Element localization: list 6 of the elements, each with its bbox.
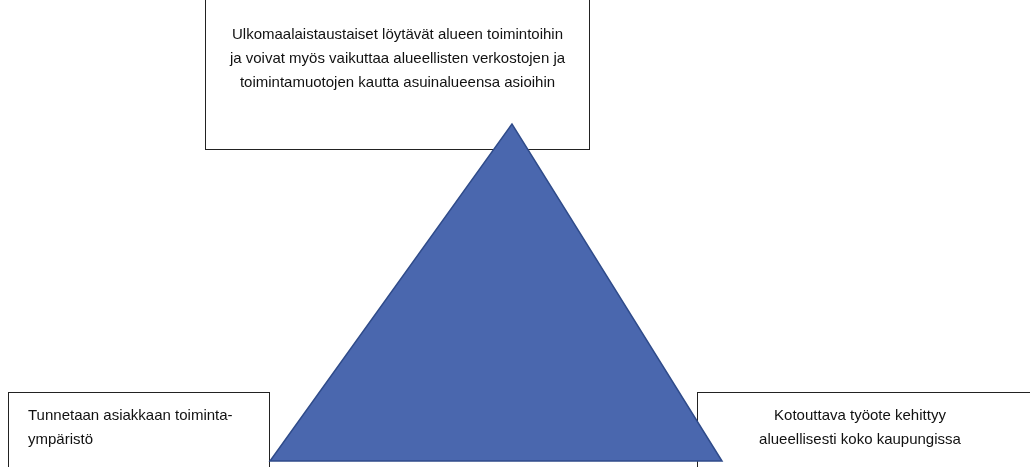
text-box [8,392,270,467]
box-text: Tunnetaan asiakkaan toiminta- ympäristö [28,405,234,449]
triangle-shape [268,122,724,462]
box-text: Ulkomaalaistaustaiset löytävät alueen toimintoihin ja voivat myös vaikuttaa alueellisten verkostojen ja toimintamuotojen kautta asuinalueensa asioihin [228,24,567,92]
text-box [697,392,1030,467]
box-text: Kotouttava työote kehittyy alueellisesti koko kaupungissa [758,405,962,449]
